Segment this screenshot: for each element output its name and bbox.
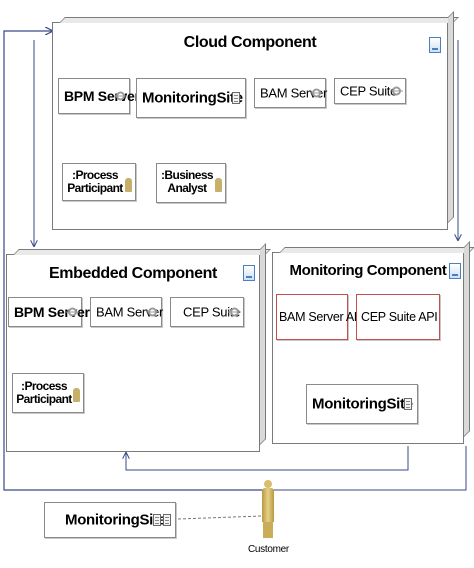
component-label: BPM Server [64, 88, 140, 104]
component-label: MonitoringSite [142, 89, 243, 107]
gear-icon [114, 91, 127, 101]
embedded-cep-suite[interactable]: CEP Suite [170, 297, 244, 327]
actor-icon [73, 388, 80, 402]
actor-label-line: Participant [16, 392, 72, 406]
actor-label: :Process Participant [65, 169, 125, 195]
monitoring-site-component[interactable]: MonitoringSite [306, 384, 418, 424]
embedded-bam-server[interactable]: BAM Server [90, 297, 164, 327]
actor-label-line: Participant [67, 181, 123, 195]
node-icon [429, 37, 441, 53]
site-to-customer-dashed [177, 515, 263, 520]
cloud-bam-server[interactable]: BAM Server [254, 78, 328, 108]
cloud-process-participant[interactable]: :Process Participant [62, 163, 136, 201]
component-label: MonitoringSite [65, 511, 166, 529]
customer-actor-icon[interactable] [262, 480, 274, 540]
gear-icon [310, 88, 323, 98]
node-title: Cloud Component [183, 34, 317, 51]
node-title: Monitoring Component [289, 262, 447, 279]
actor-label-line: :Business [161, 168, 214, 182]
component-label: CEP Suite API [361, 310, 438, 324]
node-icon [243, 265, 255, 281]
actor-label: :Process Participant [15, 380, 73, 406]
document-icon [163, 514, 171, 526]
customer-label: Customer [248, 544, 289, 555]
node-top-face [13, 249, 271, 255]
actor-head [264, 480, 272, 488]
component-label: CEP Suite [340, 83, 398, 99]
document-icon [232, 92, 240, 104]
customer-to-cloud-connector [3, 31, 266, 491]
component-label: BAM Server [96, 304, 164, 320]
node-icon [449, 263, 461, 279]
actor-label-line: :Process [21, 379, 68, 393]
cloud-monitoring-site[interactable]: MonitoringSite [136, 78, 246, 118]
actor-legs [263, 522, 273, 538]
cloud-cep-suite[interactable]: CEP Suite [334, 78, 406, 104]
document-icon [404, 398, 412, 410]
gear-icon [390, 86, 403, 96]
actor-label-line: :Process [72, 168, 119, 182]
component-label: BAM Server API [279, 310, 366, 324]
document-icon [153, 514, 161, 526]
node-top-face [59, 17, 459, 23]
monitoring-bam-server-api[interactable]: BAM Server API [276, 294, 365, 340]
monitoring-component-node: Monitoring Component [272, 241, 474, 444]
gear-icon [66, 307, 79, 317]
gear-icon [146, 307, 159, 317]
actor-body [262, 488, 274, 522]
node-side-face [464, 241, 470, 437]
node-title: Embedded Component [49, 265, 217, 282]
component-label: MonitoringSite [312, 395, 413, 413]
node-top-face [279, 247, 474, 253]
node-side-face [260, 243, 266, 445]
monitoring-to-embedded-connector [126, 446, 409, 471]
actor-icon [125, 178, 132, 192]
actor-label: :Business Analyst [159, 169, 215, 195]
monitoring-cep-suite-api[interactable]: CEP Suite API [356, 294, 440, 340]
standalone-monitoring-site[interactable]: MonitoringSite [44, 502, 176, 538]
cloud-business-analyst[interactable]: :Business Analyst [156, 163, 226, 203]
actor-label-line: Analyst [167, 181, 207, 195]
embedded-process-participant[interactable]: :Process Participant [12, 373, 84, 413]
embedded-component-node: Embedded Component [6, 243, 271, 452]
gear-icon [228, 307, 241, 317]
cloud-bpm-server[interactable]: BPM Server [58, 78, 140, 114]
customer-to-monitoring-connector [272, 446, 467, 491]
embedded-bpm-server[interactable]: BPM Server [8, 297, 90, 327]
node-side-face [448, 11, 454, 223]
component-label: CEP Suite [183, 304, 241, 320]
actor-icon [215, 178, 222, 192]
component-label: BAM Server [260, 85, 328, 101]
